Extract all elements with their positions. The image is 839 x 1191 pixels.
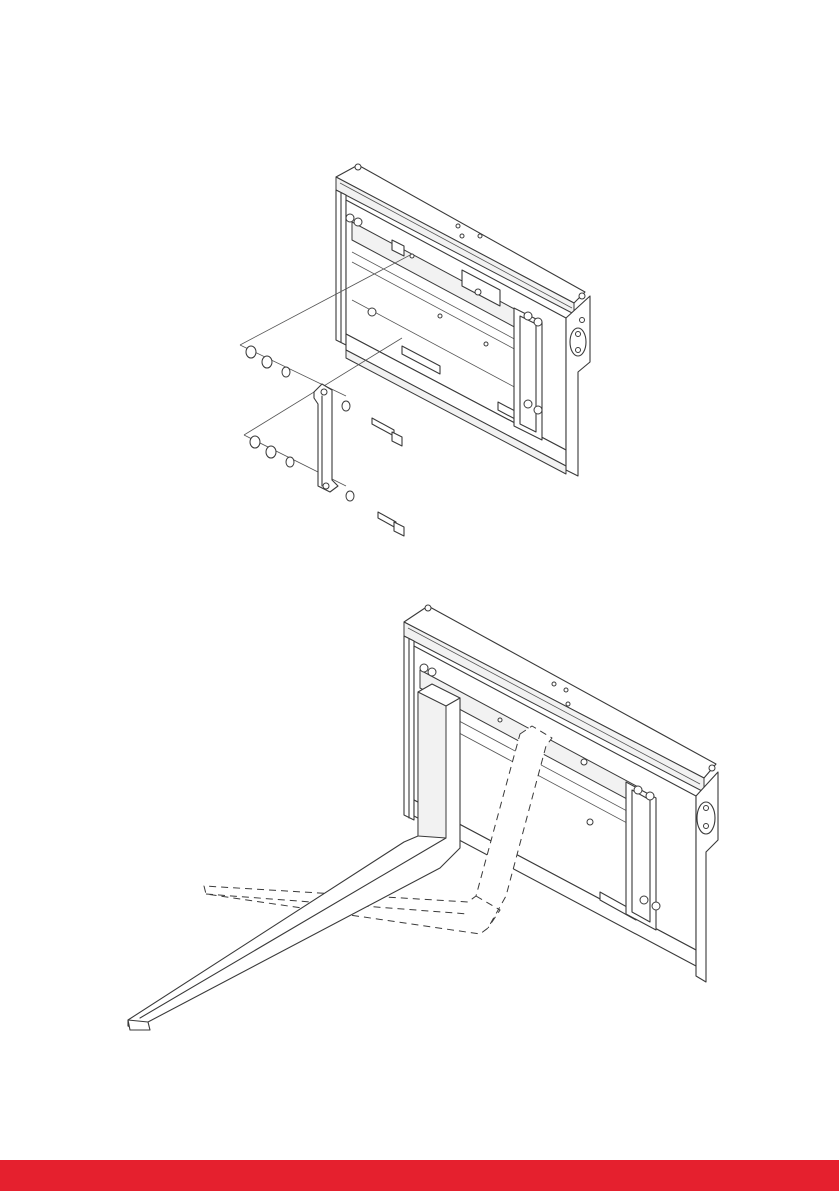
mounting-bracket xyxy=(314,384,338,492)
manual-page-illustrations xyxy=(0,0,839,1160)
diagram-canvas xyxy=(0,0,839,1160)
exploded-view-figure xyxy=(240,164,590,536)
assembled-view-figure xyxy=(128,605,718,1030)
frame-left-post xyxy=(336,190,346,345)
frame-left-post xyxy=(404,636,414,820)
footer-bar xyxy=(0,1160,839,1191)
